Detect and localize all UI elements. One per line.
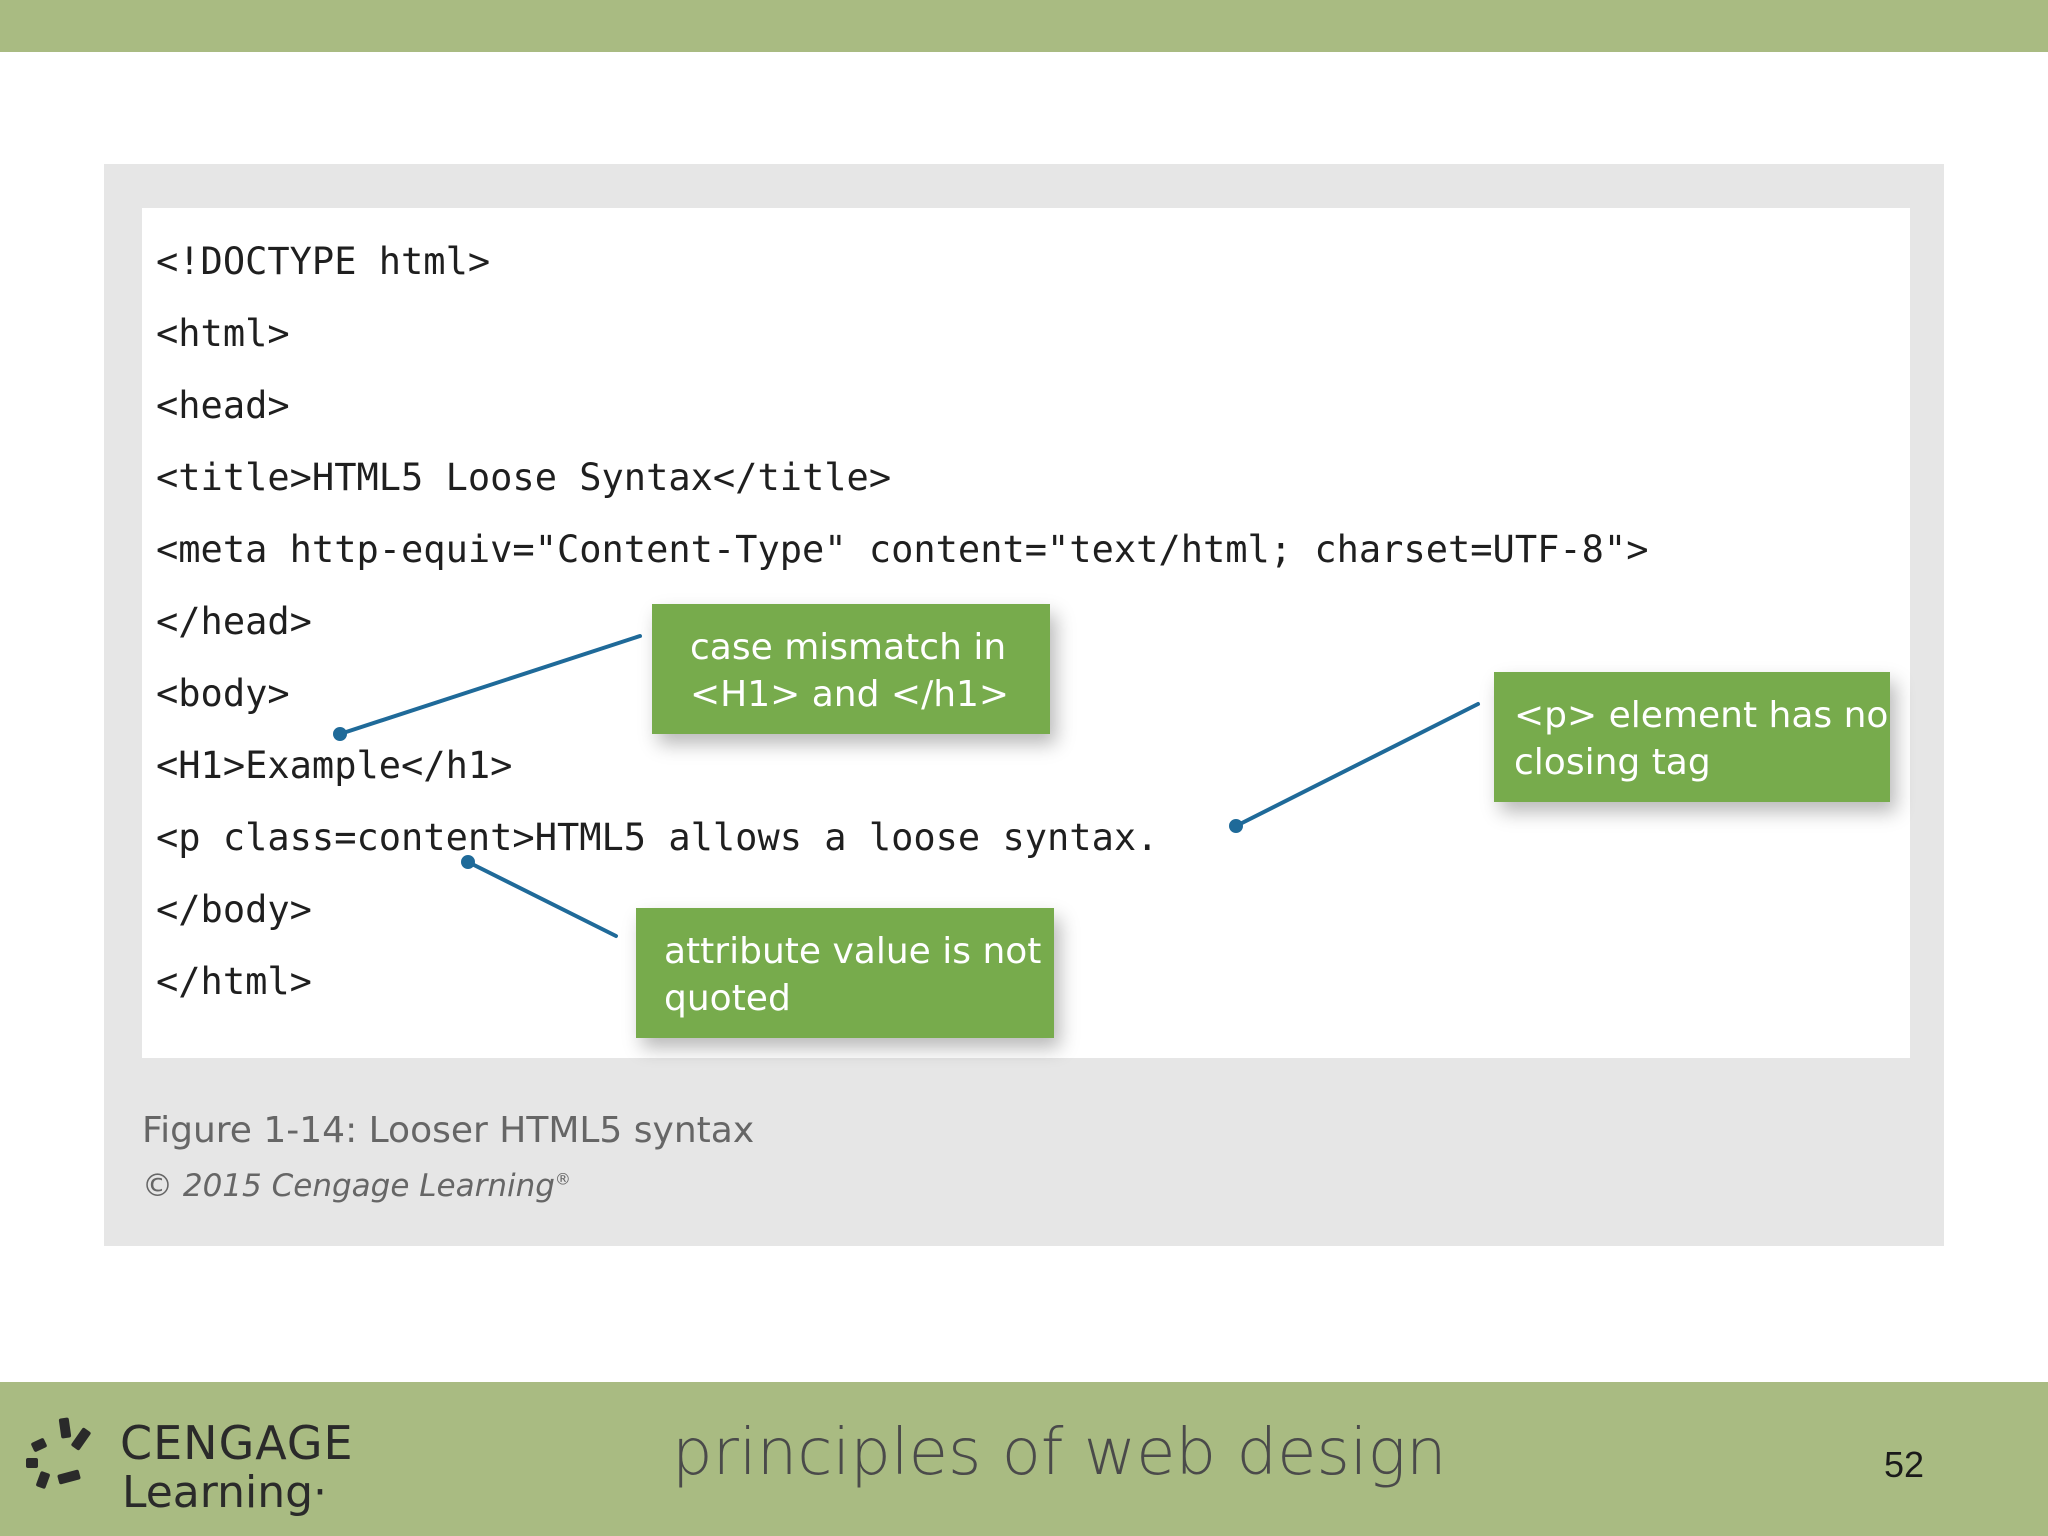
code-line: <meta http-equiv="Content-Type" content=… (156, 528, 1649, 571)
top-accent-bar (0, 0, 2048, 52)
logo-sub-mark: · (313, 1467, 328, 1518)
callout-text-line: closing tag (1514, 742, 1711, 783)
callout-text-line: <p> element has no (1514, 695, 1889, 736)
callout-text-line: case mismatch in (690, 627, 1007, 668)
callout-unquoted-attribute: attribute value is not quoted (636, 908, 1054, 1038)
code-line: <!DOCTYPE html> (156, 240, 491, 283)
code-line: </body> (156, 888, 312, 931)
bottom-footer-bar (0, 1382, 2048, 1536)
code-line: </head> (156, 600, 312, 643)
code-line: <H1>Example</h1> (156, 744, 513, 787)
callout-no-closing-tag: <p> element has no closing tag (1494, 672, 1890, 802)
code-line: <html> (156, 312, 290, 355)
logo-brand-text: CENGAGE (120, 1416, 354, 1470)
logo-sub-text: Learning· (122, 1468, 327, 1518)
cengage-logo-icon (26, 1417, 91, 1489)
registered-mark: ® (554, 1169, 571, 1189)
footer-course-title: principles of web design (672, 1416, 1447, 1490)
figure-caption: Figure 1-14: Looser HTML5 syntax (142, 1110, 755, 1151)
callout-case-mismatch: case mismatch in <H1> and </h1> (652, 604, 1050, 734)
code-line: <title>HTML5 Loose Syntax</title> (156, 456, 892, 499)
copyright-text: © 2015 Cengage Learning (142, 1168, 555, 1204)
callout-text-line: quoted (664, 978, 791, 1019)
code-line: <head> (156, 384, 290, 427)
slide-page-number: 52 (1884, 1444, 1925, 1485)
code-line: <body> (156, 672, 290, 715)
figure-copyright: © 2015 Cengage Learning® (142, 1168, 571, 1204)
logo-sub-word: Learning (122, 1467, 314, 1518)
code-line: <p class=content>HTML5 allows a loose sy… (156, 816, 1159, 859)
code-line: </html> (156, 960, 312, 1003)
callout-text-line: attribute value is not (664, 931, 1042, 972)
callout-text-line: <H1> and </h1> (690, 674, 1010, 715)
